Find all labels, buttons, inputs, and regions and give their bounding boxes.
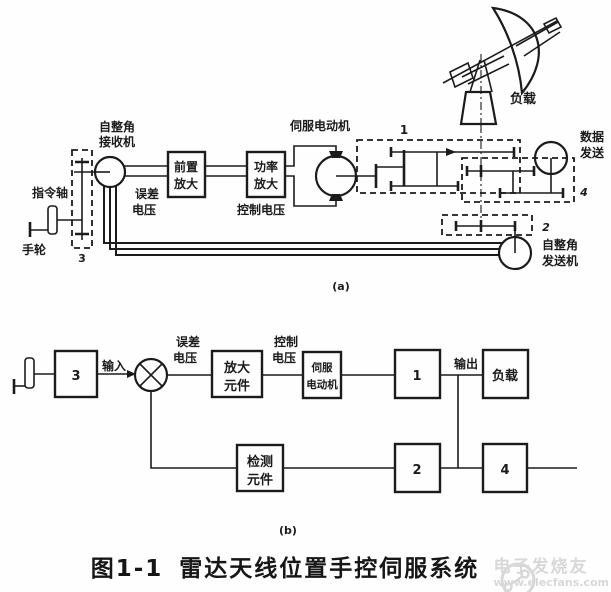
- gear-train-1-number-a: 1: [400, 123, 408, 137]
- synchro-receiver-label-1: 自整角: [99, 119, 135, 134]
- block-3-number: 3: [71, 369, 80, 384]
- error-voltage-label-a1: 误差: [135, 186, 159, 201]
- panel-a-label: (a): [332, 280, 349, 293]
- synchro-transmitter-label-1: 自整角: [542, 237, 578, 252]
- output-label: 输出: [454, 356, 478, 371]
- detector-element-label-2: 元件: [247, 472, 273, 488]
- synchro-feedback-wires: [103, 186, 502, 256]
- block-4-number: 4: [500, 463, 509, 478]
- antenna-drawing: [442, 6, 563, 130]
- watermark: 电子发烧友 www.elecfans.com: [493, 556, 609, 592]
- feedback-wires-b: [150, 375, 577, 469]
- power-amplifier-label-2: 放大: [253, 176, 278, 191]
- servo-motor-label-a: 伺服电动机: [289, 118, 350, 133]
- handwheel-drawing-b: [12, 357, 55, 394]
- command-shaft-label: 指令轴: [32, 185, 68, 200]
- gearbox-3-drawing: [71, 149, 95, 249]
- error-voltage-label-b1: 误差: [176, 334, 200, 349]
- load-label-b: 负载: [492, 368, 518, 384]
- watermark-site-url: www.elecfans.com: [493, 576, 609, 590]
- figure-caption: 图1-1 雷达天线位置手控伺服系统: [0, 549, 570, 583]
- figure-title: 雷达天线位置手控伺服系统: [179, 556, 480, 582]
- elecfans-logo-icon: [500, 562, 536, 592]
- summing-junction: [133, 357, 169, 393]
- block-1-number: 1: [412, 369, 421, 384]
- block-2-number: 2: [412, 463, 421, 478]
- gear-train-4-number-a: 4: [579, 186, 588, 199]
- input-label: 输入: [102, 358, 126, 373]
- load-box-b: [481, 348, 530, 400]
- error-voltage-label-b2: 电压: [173, 350, 197, 365]
- panel-b-label: (b): [279, 524, 297, 537]
- figure-number: 图1-1: [90, 556, 164, 582]
- input-arrow: [97, 370, 136, 378]
- handwheel-drawing-a: [28, 205, 82, 237]
- preamplifier-box: [166, 150, 207, 199]
- amplifier-element-label-2: 元件: [224, 378, 250, 394]
- watermark-site-name: 电子发烧友: [493, 556, 589, 577]
- detector-element-box: [235, 443, 285, 493]
- preamplifier-label-1: 前置: [174, 159, 198, 174]
- control-voltage-label-a: 控制电压: [237, 202, 285, 217]
- block-2-box: [393, 442, 442, 494]
- block-1-box: [393, 348, 442, 400]
- amplifier-element-box: [210, 349, 264, 399]
- gear-train-4-drawing: [461, 157, 575, 203]
- error-voltage-label-a2: 电压: [132, 202, 156, 217]
- servo-motor-label-b2: 电动机: [306, 378, 338, 391]
- watermark-text: 电子发烧友 www.elecfans.com: [493, 556, 609, 590]
- signal-wires-a: [124, 165, 247, 177]
- gear-train-2-number-a: 2: [542, 221, 550, 234]
- synchro-transmitter-drawing: [497, 235, 533, 271]
- amplifier-element-label-1: 放大: [223, 360, 250, 376]
- synchro-transmitter-label-2: 发送机: [541, 253, 578, 268]
- control-voltage-label-b2: 电压: [272, 350, 296, 365]
- block-4-box: [481, 442, 529, 494]
- gearbox-3-number-a: 3: [78, 252, 86, 265]
- control-voltage-label-b1: 控制: [274, 334, 298, 349]
- preamplifier-label-2: 放大: [173, 176, 198, 191]
- power-amplifier-box: [245, 150, 287, 199]
- synchro-receiver-drawing: [93, 155, 127, 189]
- detector-element-label-1: 检测: [247, 454, 273, 470]
- servo-motor-drawing: [285, 145, 376, 207]
- handwheel-label: 手轮: [22, 242, 47, 257]
- load-label-a: 负载: [510, 91, 536, 107]
- gear-train-1-drawing: [356, 139, 521, 194]
- servo-motor-box-b: [301, 350, 343, 400]
- data-transmitter-label-2: 发送: [579, 145, 605, 160]
- power-amplifier-label-1: 功率: [254, 159, 278, 174]
- synchro-receiver-label-2: 接收机: [99, 134, 135, 149]
- gear-train-2-drawing: [441, 214, 533, 237]
- servo-motor-label-b1: 伺服: [311, 361, 333, 374]
- data-transmitter-drawing: [533, 140, 569, 193]
- data-transmitter-label-1: 数据: [580, 129, 604, 144]
